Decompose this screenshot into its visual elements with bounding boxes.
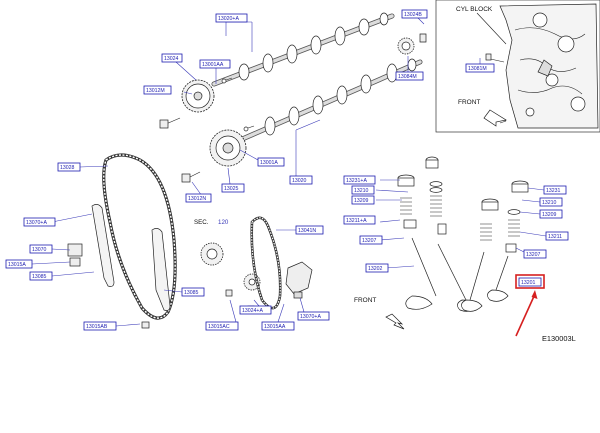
- callout-13207-text: 13207: [362, 238, 377, 244]
- front-inset-label: FRONT: [458, 99, 480, 106]
- cyl-block-label: CYL BLOCK: [456, 6, 493, 13]
- figure-code: E130003L: [542, 334, 576, 343]
- callout-13020-text: 13020: [292, 178, 307, 184]
- chain-tensioner: [67, 243, 83, 267]
- callout-13231A-text: 13231+A: [346, 178, 367, 184]
- callout-13231-text: 13231: [546, 188, 561, 194]
- exhaust-vtc-sprocket: [209, 129, 247, 167]
- timing-chain: [102, 153, 177, 320]
- callout-13012N-text: 13012N: [188, 196, 206, 202]
- front-main-arrow-icon: [385, 313, 405, 330]
- callout-13210-text: 13210: [354, 188, 369, 194]
- callout-13084M[interactable]: 13084M: [395, 71, 424, 81]
- callout-13001AA[interactable]: 13001AA: [199, 59, 231, 69]
- callout-13070A[interactable]: 13070+A: [23, 217, 56, 227]
- callout-13211[interactable]: 13211: [545, 231, 569, 241]
- callout-13070AA-text: 13070+A: [300, 314, 321, 320]
- sec-label: SEC.: [194, 219, 209, 226]
- valvetrain-intake: [397, 156, 479, 312]
- valvetrain-exhaust: [461, 180, 529, 312]
- callout-13028[interactable]: 13028: [57, 162, 81, 172]
- callout-13085b-text: 13085: [184, 290, 199, 296]
- callout-13015A[interactable]: 13015A: [5, 259, 33, 269]
- callout-13202[interactable]: 13202: [365, 263, 389, 273]
- callout-13201-text: 13201: [521, 280, 536, 286]
- callout-13024A-text: 13024+A: [242, 308, 263, 314]
- callout-13012M-text: 13012M: [146, 88, 165, 94]
- callout-13085-text: 13085: [32, 274, 47, 280]
- crank-sprocket: [200, 242, 224, 266]
- camshaft-bolts: [159, 77, 255, 183]
- callout-13081M[interactable]: 13081M: [465, 63, 495, 73]
- callout-13025[interactable]: 13025: [221, 183, 245, 193]
- callout-13081M-text: 13081M: [468, 66, 487, 72]
- callout-13210b[interactable]: 13210: [539, 197, 563, 207]
- callout-13209b-text: 13209: [542, 212, 557, 218]
- callout-13070A-text: 13070+A: [26, 220, 47, 226]
- callout-13070[interactable]: 13070: [29, 244, 53, 254]
- callout-13001AA-text: 13001AA: [202, 62, 224, 68]
- callout-13020[interactable]: 13020: [289, 175, 313, 185]
- callout-13070-text: 13070: [32, 247, 47, 253]
- callout-13085[interactable]: 13085: [29, 271, 53, 281]
- callout-13020A-text: 13020+A: [218, 16, 239, 22]
- callout-13041N[interactable]: 13041N: [295, 225, 324, 235]
- highlight-box: [515, 274, 545, 289]
- chain-guides: [91, 204, 171, 311]
- secondary-tensioner: [285, 261, 313, 299]
- camshaft-exhaust: [237, 58, 423, 143]
- callout-13015AA-text: 13015AA: [264, 324, 286, 330]
- cyl-block-inset: CYL BLOCK 13081M FRONT: [435, 0, 600, 133]
- callout-13024-text: 13024: [164, 56, 179, 62]
- callout-13207b-text: 13207: [526, 252, 541, 258]
- callout-13211A[interactable]: 13211+A: [343, 215, 376, 225]
- callout-13015AB-text: 13015AB: [86, 324, 108, 330]
- callout-13041N-text: 13041N: [298, 228, 316, 234]
- callout-13209[interactable]: 13209: [351, 195, 375, 205]
- callout-13211-text: 13211: [548, 234, 562, 240]
- front-main-label: FRONT: [354, 297, 376, 304]
- callout-13211A-text: 13211+A: [346, 218, 367, 224]
- callout-13024B[interactable]: 13024B: [401, 9, 428, 19]
- callout-13210[interactable]: 13210: [351, 185, 375, 195]
- callout-13020A[interactable]: 13020+A: [215, 13, 248, 23]
- callout-13015AC-text: 13015AC: [208, 324, 230, 330]
- callout-13231[interactable]: 13231: [543, 185, 567, 195]
- callout-13210b-text: 13210: [542, 200, 557, 206]
- intake-sprocket: [181, 79, 215, 113]
- callout-13024[interactable]: 13024: [161, 53, 183, 63]
- camshaft-intake: [211, 12, 395, 87]
- sec-number-link[interactable]: 120: [218, 219, 229, 226]
- leader-lines: [31, 17, 547, 327]
- callout-13207b[interactable]: 13207: [523, 249, 547, 259]
- callout-13015AC[interactable]: 13015AC: [205, 321, 239, 331]
- callout-13231A[interactable]: 13231+A: [343, 175, 376, 185]
- callout-13028-text: 13028: [60, 165, 75, 171]
- callout-13001A-text: 13001A: [260, 160, 278, 166]
- callout-13025-text: 13025: [224, 186, 239, 192]
- callout-13024A[interactable]: 13024+A: [239, 305, 272, 315]
- callout-13207[interactable]: 13207: [359, 235, 383, 245]
- callout-13015AB[interactable]: 13015AB: [83, 321, 117, 331]
- callout-13209-text: 13209: [354, 198, 369, 204]
- callout-13015AA[interactable]: 13015AA: [261, 321, 295, 331]
- callout-13001A[interactable]: 13001A: [257, 157, 285, 167]
- callout-13015A-text: 13015A: [8, 262, 26, 268]
- callout-13012N[interactable]: 13012N: [185, 193, 212, 203]
- callout-13084M-text: 13084M: [398, 74, 417, 80]
- callout-13202-text: 13202: [368, 266, 383, 272]
- callout-13085b[interactable]: 13085: [181, 287, 205, 297]
- highlight-arrow-icon: [515, 293, 536, 337]
- highlight-arrowhead-icon: [531, 290, 538, 299]
- callout-13024B-text: 13024B: [404, 12, 422, 18]
- camshaft-end-sprocket: [397, 33, 427, 55]
- callout-13209b[interactable]: 13209: [539, 209, 563, 219]
- callout-13201[interactable]: 13201: [518, 277, 542, 287]
- secondary-chain: [250, 216, 282, 310]
- callout-13070AA[interactable]: 13070+A: [297, 311, 330, 321]
- callout-13012M[interactable]: 13012M: [143, 85, 172, 95]
